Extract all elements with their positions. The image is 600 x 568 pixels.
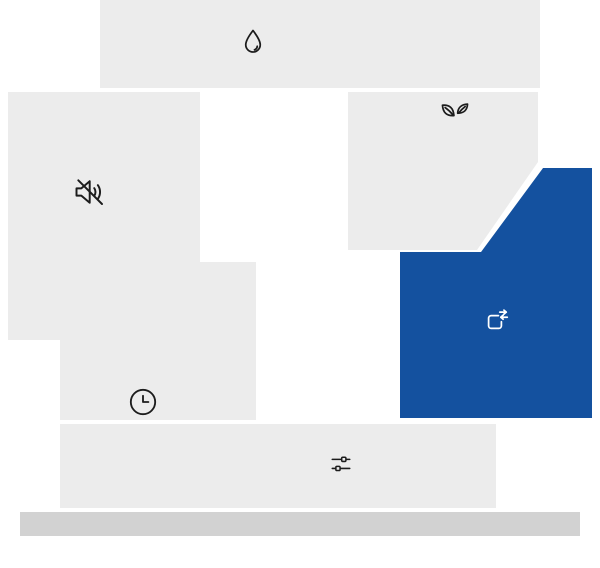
clock-icon (126, 385, 160, 419)
tile-clock[interactable] (60, 262, 256, 420)
tile-options[interactable] (60, 424, 496, 508)
sliders-icon (327, 450, 355, 478)
leaf-icon (439, 98, 471, 130)
partial-tile-strip[interactable] (20, 512, 580, 536)
water-drop-icon (238, 27, 268, 57)
tile-water-drop[interactable] (100, 0, 540, 88)
share-screen-icon (479, 306, 511, 338)
speaker-mute-icon (72, 174, 108, 210)
